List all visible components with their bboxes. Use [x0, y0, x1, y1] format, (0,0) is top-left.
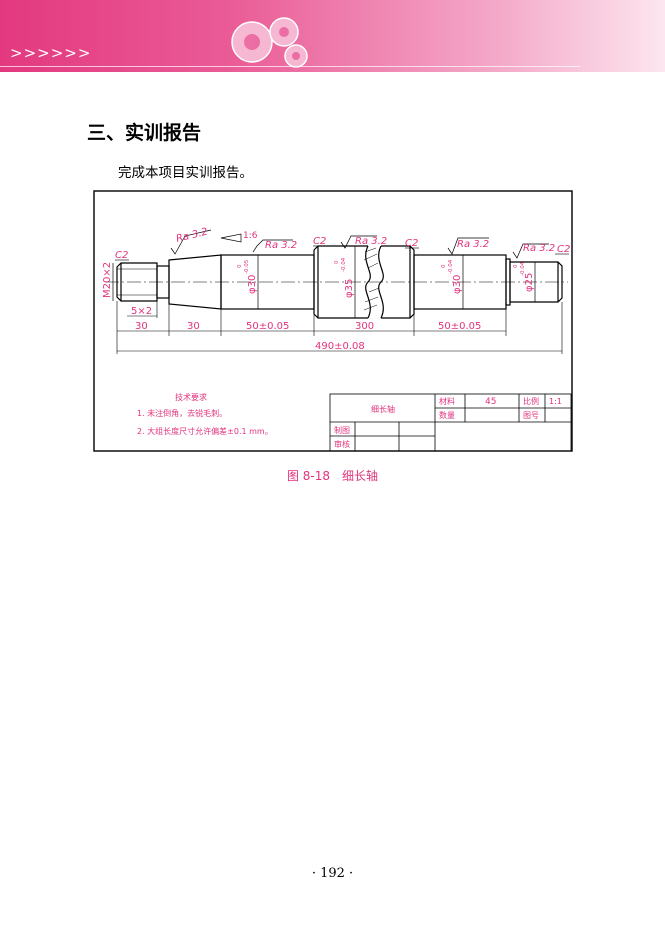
scale-label: 比例	[523, 396, 539, 406]
section-title: 三、实训报告	[87, 122, 202, 144]
chamfer-label-1: C2	[115, 250, 128, 261]
len-total-label: 490±0.08	[315, 341, 365, 352]
tech-req-line2: 2. 大组长度尺寸允许偏差±0.1 mm。	[137, 426, 273, 436]
page-header-banner: >>>>>>	[0, 0, 665, 72]
chamfer-leaders	[115, 245, 569, 261]
len-30b-label: 30	[187, 321, 200, 332]
taper-label: 1:6	[243, 231, 258, 241]
dia25-label: φ25	[524, 273, 535, 292]
dia25-tol-lower: -0.04	[520, 261, 526, 276]
dia30-label: φ30	[247, 275, 258, 294]
ra-label-3: Ra 3.2	[355, 236, 387, 247]
dia30-tol-upper: 0	[237, 264, 243, 268]
len-50a-label: 50±0.05	[246, 321, 289, 332]
figure-caption-number: 图 8-18	[286, 469, 331, 483]
diameter-dims	[112, 246, 536, 318]
dia25-tol-upper: 0	[513, 264, 519, 268]
title-block	[329, 393, 572, 452]
len-30a-label: 30	[135, 321, 148, 332]
gears-icon	[231, 17, 308, 68]
tech-req-title: 技术要求	[175, 392, 207, 402]
drawn-label: 制图	[334, 425, 350, 435]
chamfer-label-3: C2	[405, 238, 418, 249]
dia30-tol-lower: -0.05	[244, 259, 250, 274]
intro-text: 完成本项目实训报告。	[118, 165, 253, 181]
shaft-drawing: M20×2 φ30 φ35 φ30 φ25 0 -0.05 0 -0.04 0 …	[93, 190, 573, 452]
dia35-tol-lower: -0.04	[341, 257, 347, 272]
dia30b-tol-upper: 0	[441, 264, 447, 268]
qty-label: 数量	[439, 410, 455, 420]
material-label: 材料	[439, 396, 455, 406]
header-rule	[0, 66, 580, 67]
break-hatch	[363, 247, 380, 311]
part-name: 细长轴	[371, 404, 395, 414]
thread-label: M20×2	[102, 262, 113, 298]
page-number: · 192 ·	[311, 866, 354, 881]
length-dims	[116, 301, 563, 354]
dia30b-label: φ30	[452, 275, 463, 294]
dia30b-tol-lower: -0.04	[448, 259, 454, 274]
tech-req-line1: 1. 未注倒角，去锐毛刺。	[137, 408, 227, 418]
dia35-label: φ35	[344, 279, 355, 298]
checked-label: 审核	[334, 439, 350, 449]
chevrons-decoration: >>>>>>	[10, 44, 92, 62]
figure-caption: 图 8-18 细长轴	[0, 467, 665, 484]
len-50b-label: 50±0.05	[438, 321, 481, 332]
dia35-tol-upper: 0	[334, 260, 340, 264]
scale-value: 1:1	[549, 397, 562, 406]
ra-label-5: Ra 3.2	[523, 243, 555, 254]
chamfer-label-4: C2	[557, 244, 570, 255]
ra-label-4: Ra 3.2	[457, 239, 489, 250]
ra-label-1: Ra 3.2	[175, 226, 209, 244]
taper-icon	[220, 233, 242, 243]
figure-caption-text: 细长轴	[342, 469, 379, 483]
chamfer-label-2: C2	[313, 236, 326, 247]
groove-label: 5×2	[131, 306, 152, 317]
ra-label-2: Ra 3.2	[265, 240, 297, 251]
drawing-no-label: 图号	[523, 411, 539, 420]
roughness-symbols	[170, 229, 549, 259]
material-value: 45	[485, 397, 496, 407]
len-300-label: 300	[355, 321, 374, 332]
